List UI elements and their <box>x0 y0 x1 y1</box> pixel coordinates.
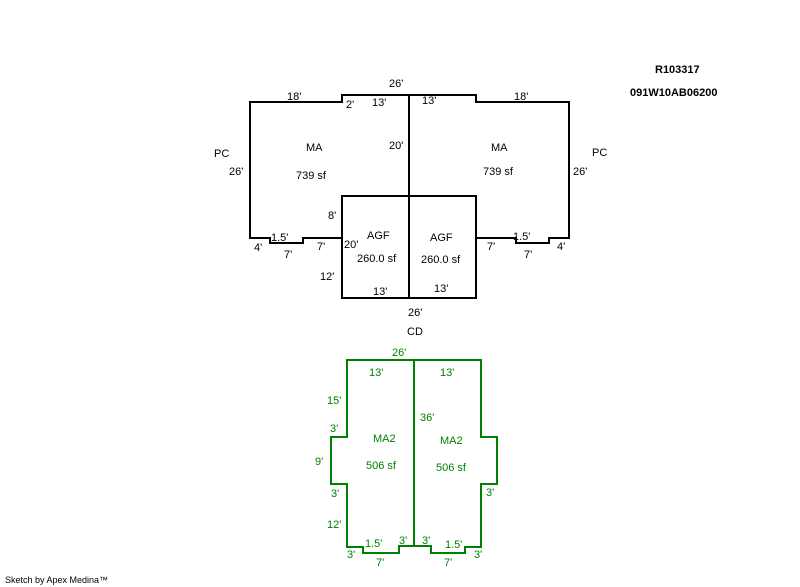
left-side-code: PC <box>214 148 229 160</box>
left-ma2-area: 506 sf <box>366 460 397 472</box>
dim-left-side: 26' <box>229 166 243 178</box>
dim2-top-right: 13' <box>440 367 454 379</box>
left-ma-area: 739 sf <box>296 170 327 182</box>
second-structure: MA2 506 sf MA2 506 sf 26' 13' 13' 15' 3'… <box>315 347 498 569</box>
left-ma2-code: MA2 <box>373 433 396 445</box>
dim2-left-jog-bottom: 3' <box>331 488 339 500</box>
dim2-bottom-center-right: 3' <box>422 535 430 547</box>
dim-left-corner: 4' <box>254 242 262 254</box>
dim2-bottom-right-width: 7' <box>444 557 452 569</box>
right-ma-code: MA <box>491 142 508 154</box>
ma2-outline <box>330 359 498 554</box>
dim-top-total: 26' <box>389 78 403 90</box>
dim2-bottom-right-step: 1.5' <box>445 539 462 551</box>
dim-top-left-inner: 13' <box>372 97 386 109</box>
dim-left-notch-width: 7' <box>284 249 292 261</box>
dim-left-notch-step: 1.5' <box>271 232 288 244</box>
bottom-side-code: CD <box>407 326 423 338</box>
parcel-id: R103317 <box>655 64 700 76</box>
right-side-code: PC <box>592 147 607 159</box>
dim2-left-upper: 15' <box>327 395 341 407</box>
dim-top-right-outer: 18' <box>514 91 528 103</box>
right-ma-outline <box>409 94 570 244</box>
dim2-top-left: 13' <box>369 367 383 379</box>
dim2-center-wall: 36' <box>420 412 434 424</box>
right-ma-area: 739 sf <box>483 166 514 178</box>
dim2-left-lower: 12' <box>327 519 341 531</box>
dim-right-notch-width: 7' <box>524 249 532 261</box>
dim2-left-bump: 9' <box>315 456 323 468</box>
dim-center-wall: 20' <box>389 140 403 152</box>
dim-top-right-inner: 13' <box>422 95 436 107</box>
left-ma-code: MA <box>306 142 323 154</box>
dim-left-inner-run: 7' <box>317 241 325 253</box>
map-number: 091W10AB06200 <box>630 87 717 99</box>
dim-agf-side: 20' <box>344 239 358 251</box>
left-agf-code: AGF <box>367 230 390 242</box>
dim2-bottom-center-left: 3' <box>399 535 407 547</box>
dim2-bottom-left-width: 7' <box>376 557 384 569</box>
dim-agf-bottom-left: 13' <box>373 286 387 298</box>
dim-bottom-total: 26' <box>408 307 422 319</box>
dim-agf-lower-left: 12' <box>320 271 334 283</box>
main-structure: MA 739 sf MA 739 sf AGF 260.0 sf AGF 260… <box>214 78 607 338</box>
right-agf-area: 260.0 sf <box>421 254 461 266</box>
right-ma2-area: 506 sf <box>436 462 467 474</box>
left-ma-outline <box>249 94 409 244</box>
dim-agf-bottom-right: 13' <box>434 283 448 295</box>
agf-garage-outline <box>341 195 477 299</box>
dim-right-inner-run: 7' <box>487 241 495 253</box>
left-agf-area: 260.0 sf <box>357 253 397 265</box>
dim-top-left-outer: 18' <box>287 91 301 103</box>
dim-right-side: 26' <box>573 166 587 178</box>
right-agf-code: AGF <box>430 232 453 244</box>
sketch-credit: Sketch by Apex Medina™ <box>5 575 108 585</box>
dim2-right-jog: 3' <box>486 487 494 499</box>
dim2-top-total: 26' <box>392 347 406 359</box>
dim2-bottom-left-step: 1.5' <box>365 538 382 550</box>
dim2-bottom-left-corner: 3' <box>347 549 355 561</box>
right-ma2-code: MA2 <box>440 435 463 447</box>
dim-left-agf-top: 8' <box>328 210 336 222</box>
dim-top-left-step: 2' <box>346 99 354 111</box>
dim-right-notch-step: 1.5' <box>513 231 530 243</box>
dim-right-corner: 4' <box>557 241 565 253</box>
dim2-bottom-right-corner: 3' <box>474 549 482 561</box>
dim2-left-jog-top: 3' <box>330 423 338 435</box>
